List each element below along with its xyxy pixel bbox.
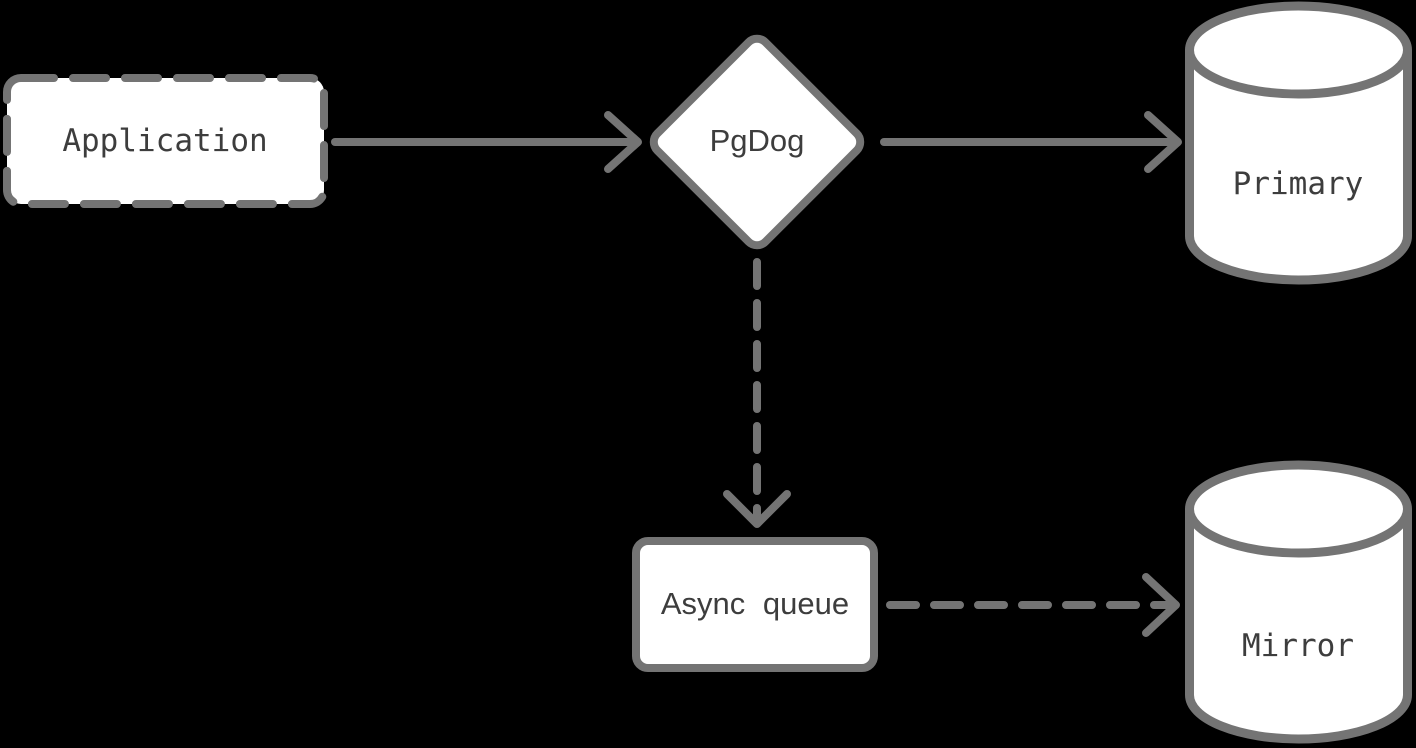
pgdog-label: PgDog xyxy=(709,123,805,158)
application-box-border xyxy=(3,74,328,208)
mirror-label: Mirror xyxy=(1242,628,1354,664)
arrow-async-queue-to-mirror xyxy=(886,573,1180,637)
node-mirror xyxy=(1185,460,1412,744)
node-async-queue xyxy=(632,537,878,672)
arrow-pgdog-to-async-queue xyxy=(723,258,791,528)
arrow-pgdog-to-primary xyxy=(880,111,1182,173)
node-application xyxy=(3,74,328,208)
async-queue-label: Async queue xyxy=(660,586,850,621)
primary-label: Primary xyxy=(1232,166,1364,202)
application-label: Application xyxy=(62,123,268,159)
arrow-application-to-pgdog xyxy=(331,111,642,173)
node-primary xyxy=(1185,1,1412,285)
